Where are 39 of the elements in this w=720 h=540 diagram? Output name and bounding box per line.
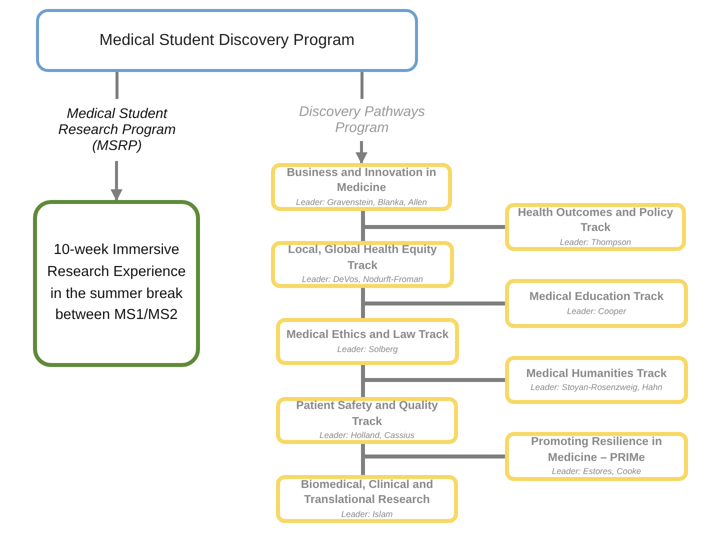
arrow	[110, 161, 122, 202]
leader-names: Leader: Estores, Cooke	[552, 466, 642, 478]
leader-names: Leader: Gravenstein, Blanka, Allen	[296, 196, 428, 208]
track-title: Business and Innovation in Medicine	[286, 166, 438, 196]
leader-names: Leader: Solberg	[337, 344, 398, 355]
track-title: Health Outcomes and Policy Track	[516, 206, 674, 236]
connector-line	[360, 72, 364, 99]
connector-line	[116, 72, 118, 99]
track-title: Medical Ethics and Law Track	[286, 328, 449, 343]
connector-line	[361, 444, 505, 458]
track-title: Medical Education Track	[529, 290, 664, 305]
program-title: Medical Student Research Program (MSRP)	[57, 105, 177, 153]
track-title: Patient Safety and Quality Track	[295, 399, 439, 430]
track-title: Biomedical, Clinical and Translational Research	[300, 478, 434, 508]
track-box	[505, 432, 688, 481]
program-title: Medical Student Discovery Program	[99, 32, 355, 50]
track-box	[276, 397, 458, 444]
leader-names: Leader: Stoyan-Rosenzweig, Hahn	[530, 382, 662, 394]
track-box	[505, 203, 686, 251]
track-box	[505, 279, 688, 328]
leader-names: Leader: DeVos, Nodurft-Froman	[302, 274, 424, 286]
track-title: Promoting Resilience in Medicine – PRIMe	[530, 435, 663, 466]
leader-names: Leader: Thompson	[560, 236, 632, 248]
track-box	[271, 163, 452, 211]
connector-line	[361, 211, 505, 229]
leader-names: Leader: Islam	[341, 508, 393, 520]
program-title: 10-week Immersive Research Experience in the summer break between MS1/MS2	[46, 241, 187, 326]
track-box	[505, 356, 688, 404]
track-title: Local, Global Health Equity Track	[287, 243, 438, 274]
arrow	[356, 141, 368, 164]
track-box	[276, 318, 459, 365]
track-box	[271, 241, 454, 288]
leader-names: Leader: Cooper	[566, 306, 626, 317]
track-title: Medical Humanities Track	[526, 366, 667, 382]
leader-names: Leader: Holland, Cassius	[320, 430, 414, 442]
program-box	[36, 9, 418, 72]
track-box	[276, 475, 458, 523]
program-title: Discovery Pathways Program	[298, 103, 426, 135]
program-box	[33, 200, 200, 367]
